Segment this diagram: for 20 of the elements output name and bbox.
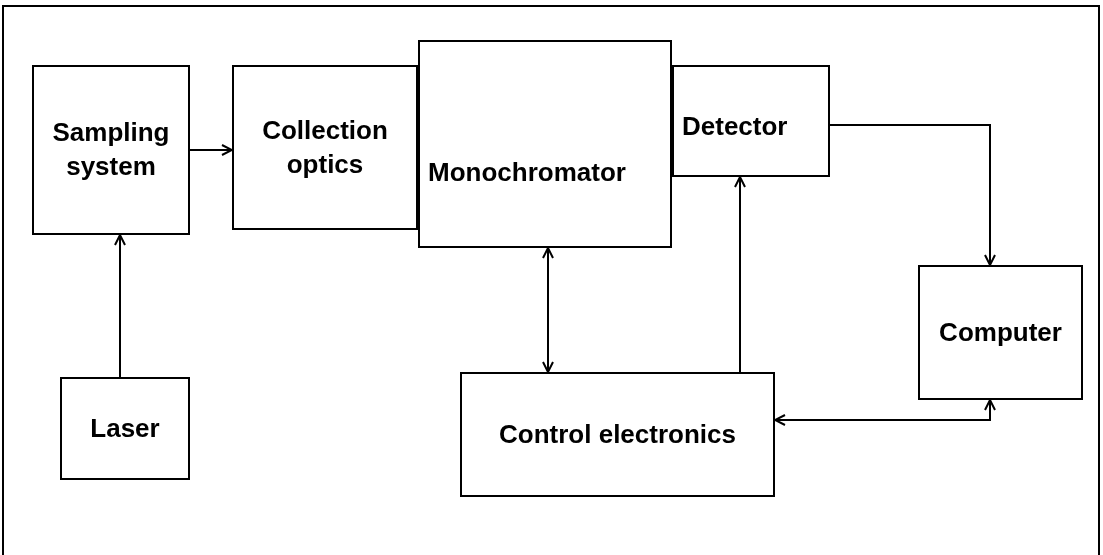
arrow [774,399,996,426]
process-box [32,65,190,235]
box-label: Computer [939,315,1062,349]
arrow [542,247,554,373]
process-box [60,377,190,480]
arrow [829,124,996,266]
process-box [672,65,830,177]
box-label: Collection optics [261,113,389,181]
box-label: Sampling system [51,116,171,183]
process-box [460,372,775,497]
box-label: Laser [90,411,160,445]
process-box [232,65,418,230]
arrow [114,234,126,378]
process-box [418,40,672,248]
box-label: Monochromator [428,156,626,190]
arrow [189,144,233,156]
arrow [734,176,746,373]
process-box [918,265,1083,400]
box-label: Control electronics [499,417,736,451]
box-label: Detector [682,110,788,144]
